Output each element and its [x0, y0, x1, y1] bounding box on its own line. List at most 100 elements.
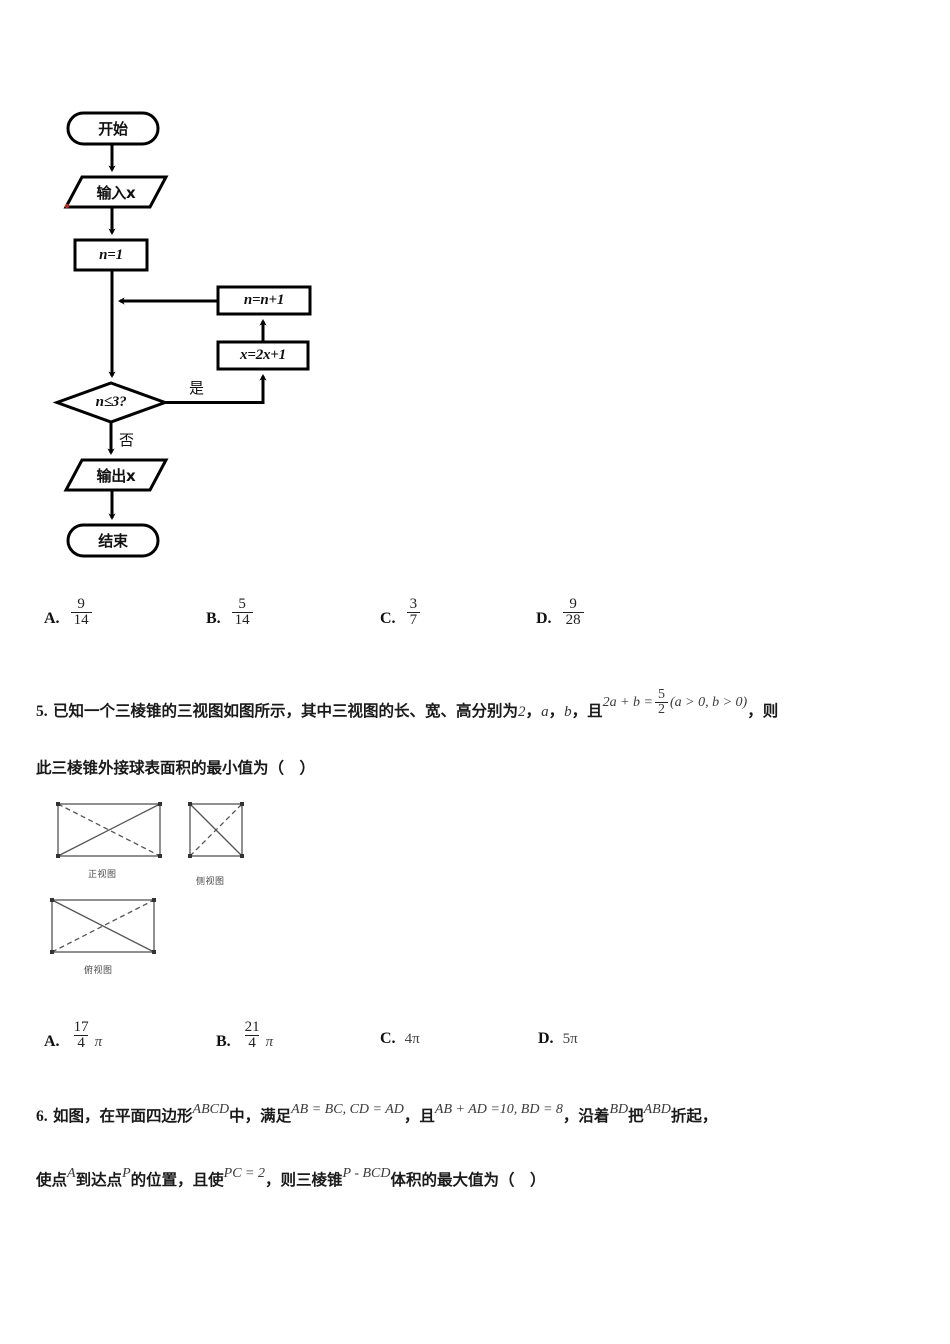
question6-sup-abcd: ABCD: [192, 1102, 230, 1117]
formula-condition: (a > 0, b > 0): [670, 694, 748, 710]
question6-line1: 6. 如图，在平面四边形ABCD中，满足AB = BC, CD = AD，且AB…: [36, 1102, 718, 1126]
node-decision-label: n≤3?: [95, 394, 127, 410]
node-input-shape: [63, 175, 169, 209]
three-view-figure: 正视图 侧视图 俯视图: [40, 795, 300, 990]
question6-sup-sides: AB = BC, CD = AD: [291, 1102, 404, 1117]
fraction: 3 7: [406, 596, 421, 629]
side-view-label: 侧视图: [196, 877, 225, 887]
option-b-tag: B.: [216, 1032, 231, 1050]
node-end-label: 结束: [98, 532, 128, 550]
option-c-value: 4π: [404, 1031, 420, 1047]
question6-sup-pbcd: P - BCD: [342, 1166, 391, 1181]
node-init-label: n=1: [99, 246, 123, 263]
option-d-value: 9 28: [561, 596, 586, 629]
node-increment-label: n=n+1: [243, 292, 285, 308]
fraction-numerator: 5: [658, 687, 665, 702]
question6-seg-7: 使点: [36, 1171, 68, 1189]
option-c[interactable]: C. 4π: [380, 1030, 420, 1049]
side-view-shape: [188, 802, 244, 858]
fraction-denominator: 4: [74, 1035, 88, 1051]
node-end-shape: [66, 523, 160, 558]
pi-symbol: π: [265, 1033, 274, 1050]
anchor-dot: [64, 203, 70, 209]
fraction-numerator: 17: [73, 1019, 89, 1035]
three-view-svg: [50, 802, 244, 954]
question5-sep-3: ，且: [571, 701, 603, 720]
question6-sup-p: P: [122, 1166, 131, 1181]
question6-sup-a: A: [67, 1166, 76, 1181]
formula-fraction: 5 2: [655, 687, 668, 718]
formula-lhs: 2a + b =: [602, 694, 653, 710]
fraction: 21 4: [242, 1019, 263, 1052]
fraction-numerator: 21: [244, 1019, 260, 1035]
question5-line1: 5. 已知一个三棱锥的三视图如图所示，其中三视图的长、宽、高分别为2，a，b，且…: [36, 687, 779, 728]
option-a-value: 17 4 π: [69, 1019, 103, 1052]
node-increment-shape: [216, 285, 312, 316]
option-c-tag: C.: [380, 1030, 396, 1047]
question6-seg-9: 的位置，且使: [130, 1171, 224, 1189]
question6-seg-3: ，且: [403, 1107, 435, 1125]
fraction: 9 28: [562, 596, 584, 629]
option-d-tag: D.: [538, 1030, 554, 1047]
node-output-label: 输出x: [66, 460, 166, 490]
question6-seg-11: 体积的最大值为（ ）: [390, 1171, 546, 1189]
option-d-value: 5π: [562, 1031, 578, 1047]
question6-seg-6: 折起，: [670, 1107, 718, 1125]
option-a[interactable]: A. 9 14: [44, 596, 94, 629]
option-a[interactable]: A. 17 4 π: [44, 1019, 103, 1052]
fraction: 9 14: [70, 596, 92, 629]
option-c-value: 3 7: [405, 596, 423, 629]
question6-seg-2: 中，满足: [229, 1107, 292, 1125]
question6-sup-abd: ABD: [643, 1102, 671, 1117]
option-d[interactable]: D. 5π: [538, 1030, 578, 1049]
question5-text-tail: ，则: [747, 701, 779, 720]
question6-seg-1: 如图，在平面四边形: [53, 1107, 193, 1125]
fraction: 5 14: [231, 596, 253, 629]
pi-symbol: π: [94, 1033, 103, 1050]
edge-label-yes: 是: [189, 379, 205, 397]
option-d-tag: D.: [536, 609, 552, 627]
option-c[interactable]: C. 3 7: [380, 596, 423, 629]
question4-options-row: A. 9 14 B. 5 14 C. 3 7 D. 9: [0, 583, 950, 639]
question6-seg-8: 到达点: [75, 1171, 123, 1189]
flowchart-svg: [52, 111, 312, 558]
edge-label-no: 否: [119, 431, 135, 449]
front-view-label: 正视图: [88, 870, 117, 880]
option-d[interactable]: D. 9 28: [536, 596, 586, 629]
question5-line2: 此三棱锥外接球表面积的最小值为（ ）: [36, 759, 316, 777]
question5-options-row: A. 17 4 π B. 21 4 π C. 4π D. 5π: [0, 1006, 950, 1062]
question5-value-b: b: [564, 703, 572, 720]
question6-seg-5: 把: [628, 1107, 644, 1125]
question5-text-a: 已知一个三棱锥的三视图如图所示，其中三视图的长、宽、高分别为: [53, 701, 519, 720]
flowchart-diagram: 开始 输入x n=1 n=n+1 x=2x+1 n≤3? 输出x 结束 是 否: [0, 0, 420, 580]
question5-formula: 2a + b = 5 2 (a > 0, b > 0): [602, 687, 748, 718]
option-a-value: 9 14: [69, 596, 94, 629]
question5-sep-2: ，: [548, 701, 565, 720]
edge-decision-yes: [165, 373, 267, 404]
question6-sup-bd: BD: [609, 1102, 629, 1117]
question6-sup-lengths: AB + AD =10, BD = 8: [434, 1102, 563, 1117]
question6-number: 6.: [36, 1108, 48, 1125]
node-input-text: 输入x: [96, 183, 136, 202]
fraction-numerator: 3: [409, 596, 418, 612]
question5-number: 5.: [36, 702, 48, 720]
question6-seg-4: ，沿着: [562, 1107, 610, 1125]
question6-line2: 使点A到达点P的位置，且使PC = 2，则三棱锥P - BCD体积的最大值为（ …: [36, 1166, 546, 1190]
option-c-tag: C.: [380, 609, 396, 627]
fraction-denominator: 4: [245, 1035, 259, 1051]
node-start-label: 开始: [98, 120, 128, 138]
fraction: 17 4: [71, 1019, 92, 1052]
question6-sup-pc: PC = 2: [223, 1166, 266, 1181]
fraction-denominator: 2: [655, 702, 668, 717]
option-b[interactable]: B. 5 14: [206, 596, 255, 629]
fraction-denominator: 14: [70, 612, 92, 628]
fraction-numerator: 5: [238, 596, 246, 612]
node-update-label: x=2x+1: [240, 347, 286, 363]
option-a-tag: A.: [44, 1032, 60, 1050]
node-output-shape: [63, 458, 169, 492]
option-b-tag: B.: [206, 609, 221, 627]
fraction-numerator: 9: [77, 596, 85, 612]
option-b[interactable]: B. 21 4 π: [216, 1019, 274, 1052]
question5-value-a: a: [541, 703, 549, 720]
fraction-denominator: 28: [562, 612, 584, 628]
